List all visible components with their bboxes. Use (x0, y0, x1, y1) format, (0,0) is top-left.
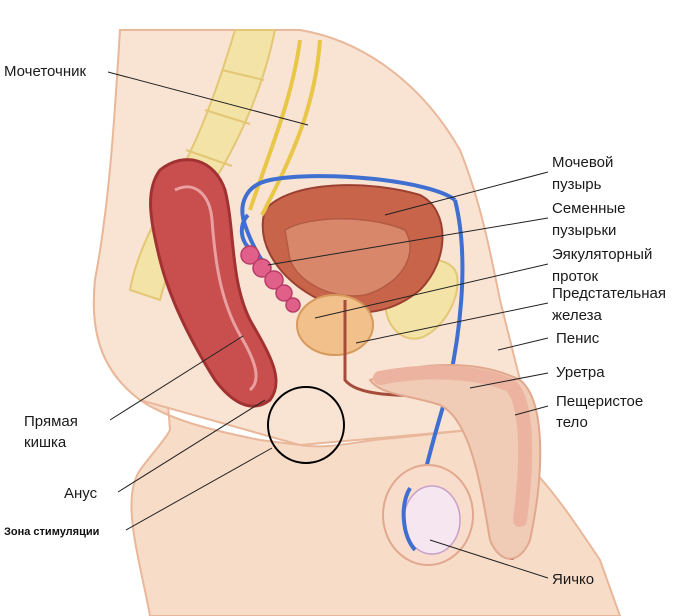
label-bladder-line1: Мочевой (552, 154, 613, 171)
label-urethra: Уретра (556, 364, 605, 381)
cavernous-body (373, 365, 533, 527)
label-seminal-line1: Семенные (552, 200, 626, 217)
label-stimulation-zone: Зона стимуляции (4, 526, 99, 538)
stimulation-zone-circle (267, 386, 345, 464)
label-testis: Яичко (552, 571, 594, 588)
prostate (296, 294, 374, 356)
label-rectum-line2: кишка (24, 434, 67, 451)
label-ejac-line1: Эякуляторный (552, 246, 652, 263)
label-cavernous-line1: Пещеристое (556, 393, 643, 410)
ureter-tubes (248, 39, 322, 216)
label-prostate-line2: железа (552, 307, 603, 324)
epididymis (401, 486, 417, 552)
label-seminal-line2: пузырьки (552, 222, 616, 239)
rectum-inner (174, 185, 258, 392)
leader-lines (107, 71, 549, 579)
label-penis: Пенис (556, 330, 600, 347)
label-cavernous-line2: тело (556, 414, 588, 431)
label-anus: Анус (64, 485, 98, 502)
bladder-lumen (284, 218, 411, 297)
penis-shape (368, 364, 542, 560)
seminal-vesicles (240, 245, 301, 313)
label-bladder-line2: пузырь (552, 176, 602, 193)
label-ureter: Мочеточник (4, 63, 87, 80)
label-prostate-line1: Предстательная (552, 285, 666, 302)
label-rectum-line1: Прямая (24, 413, 78, 430)
label-ejac-line2: проток (552, 268, 599, 285)
